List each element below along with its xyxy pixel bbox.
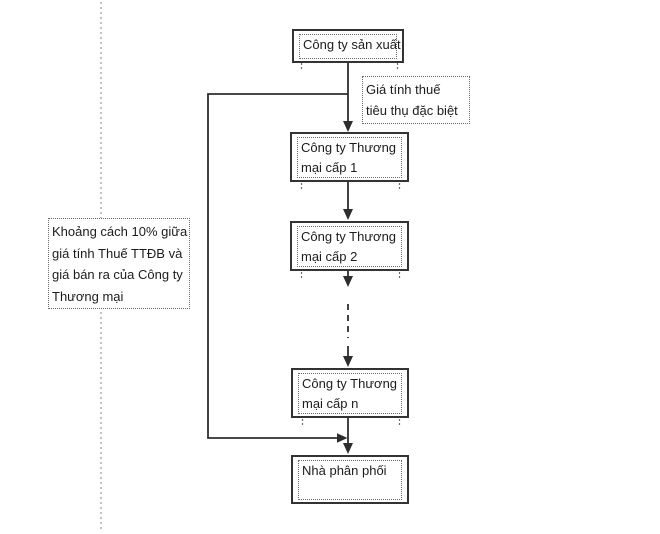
arrowhead-to-trader2 xyxy=(343,209,353,220)
label-tax-base-text: Giá tính thuế tiêu thụ đặc biệt xyxy=(366,82,458,118)
node-trader-2: Công ty Thương mại cấp 2 xyxy=(290,221,409,271)
textframe-ticks xyxy=(300,63,401,427)
node-trader-2-label: Công ty Thương mại cấp 2 xyxy=(297,226,402,267)
node-distributor: Nhà phân phối xyxy=(291,455,409,504)
arrowhead-to-trader1 xyxy=(343,121,353,132)
bypass-arrowhead-right xyxy=(337,433,348,443)
arrowhead-trader2-down xyxy=(343,276,353,287)
node-trader-n: Công ty Thương mại cấp n xyxy=(291,368,409,418)
node-trader-1-label: Công ty Thương mại cấp 1 xyxy=(297,137,402,178)
label-tax-base: Giá tính thuế tiêu thụ đặc biệt xyxy=(362,76,470,124)
node-distributor-label: Nhà phân phối xyxy=(298,460,402,500)
bypass-connector xyxy=(207,93,348,439)
arrowhead-to-trader-n xyxy=(343,356,353,367)
node-trader-1: Công ty Thương mại cấp 1 xyxy=(290,132,409,182)
node-producer: Công ty sản xuất xyxy=(292,29,404,63)
note-gap-10-percent-text: Khoảng cách 10% giữa giá tính Thuế TTĐB … xyxy=(52,224,188,304)
arrowhead-to-distributor xyxy=(343,443,353,454)
note-gap-10-percent: Khoảng cách 10% giữa giá tính Thuế TTĐB … xyxy=(48,218,190,309)
node-producer-label: Công ty sản xuất xyxy=(299,34,401,59)
node-trader-n-label: Công ty Thương mại cấp n xyxy=(298,373,402,414)
